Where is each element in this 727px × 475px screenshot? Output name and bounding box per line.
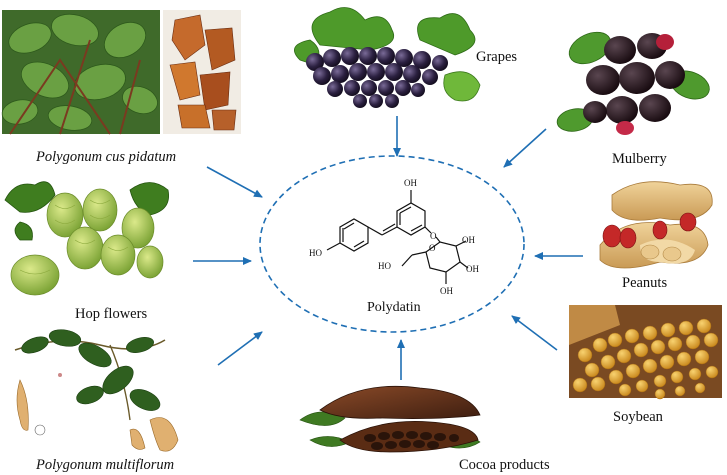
- grapes-image: [293, 7, 481, 108]
- label-polydatin: Polydatin: [367, 300, 421, 315]
- label-polygonum-cuspidatum: Polygonum cus pidatum: [36, 149, 177, 165]
- arrow-soybean: [511, 315, 558, 351]
- hop-flowers-image: [4, 181, 169, 296]
- peanuts-image: [599, 181, 713, 269]
- atom-ho-sugar: HO: [378, 261, 391, 271]
- label-mulberry: Mulberry: [612, 151, 667, 167]
- atom-oh-s2: OH: [440, 286, 453, 296]
- label-cocoa-products: Cocoa products: [459, 457, 550, 473]
- atom-oh-ring: OH: [462, 235, 475, 245]
- arrow-polygonum-cuspidatum: [206, 166, 263, 198]
- soybean-image: [569, 305, 722, 400]
- atom-oh-s1: OH: [466, 264, 479, 274]
- polygonum-multiflorum-image: [14, 329, 179, 452]
- polydatin-structure: [326, 190, 469, 284]
- arrow-polygonum-multiflorum: [217, 331, 263, 366]
- atom-oh-top: OH: [404, 178, 417, 188]
- arrow-mulberry: [503, 128, 547, 168]
- center-ellipse: [259, 155, 525, 333]
- atom-o-ring: O: [429, 243, 436, 253]
- polygonum-cuspidatum-image: [1, 10, 241, 135]
- atom-ho-left: HO: [309, 248, 322, 258]
- label-hop-flowers: Hop flowers: [75, 306, 148, 322]
- arrows: [193, 116, 583, 380]
- mulberry-image: [556, 31, 710, 135]
- cocoa-image: [299, 385, 481, 453]
- structure-atom-labels: OH HO O OH O HO OH OH: [309, 178, 479, 296]
- label-peanuts: Peanuts: [622, 275, 668, 291]
- atom-o-link: O: [430, 231, 437, 241]
- label-polygonum-multiflorum: Polygonum multiflorum: [36, 457, 175, 473]
- label-soybean: Soybean: [613, 409, 663, 425]
- label-grapes: Grapes: [476, 49, 518, 65]
